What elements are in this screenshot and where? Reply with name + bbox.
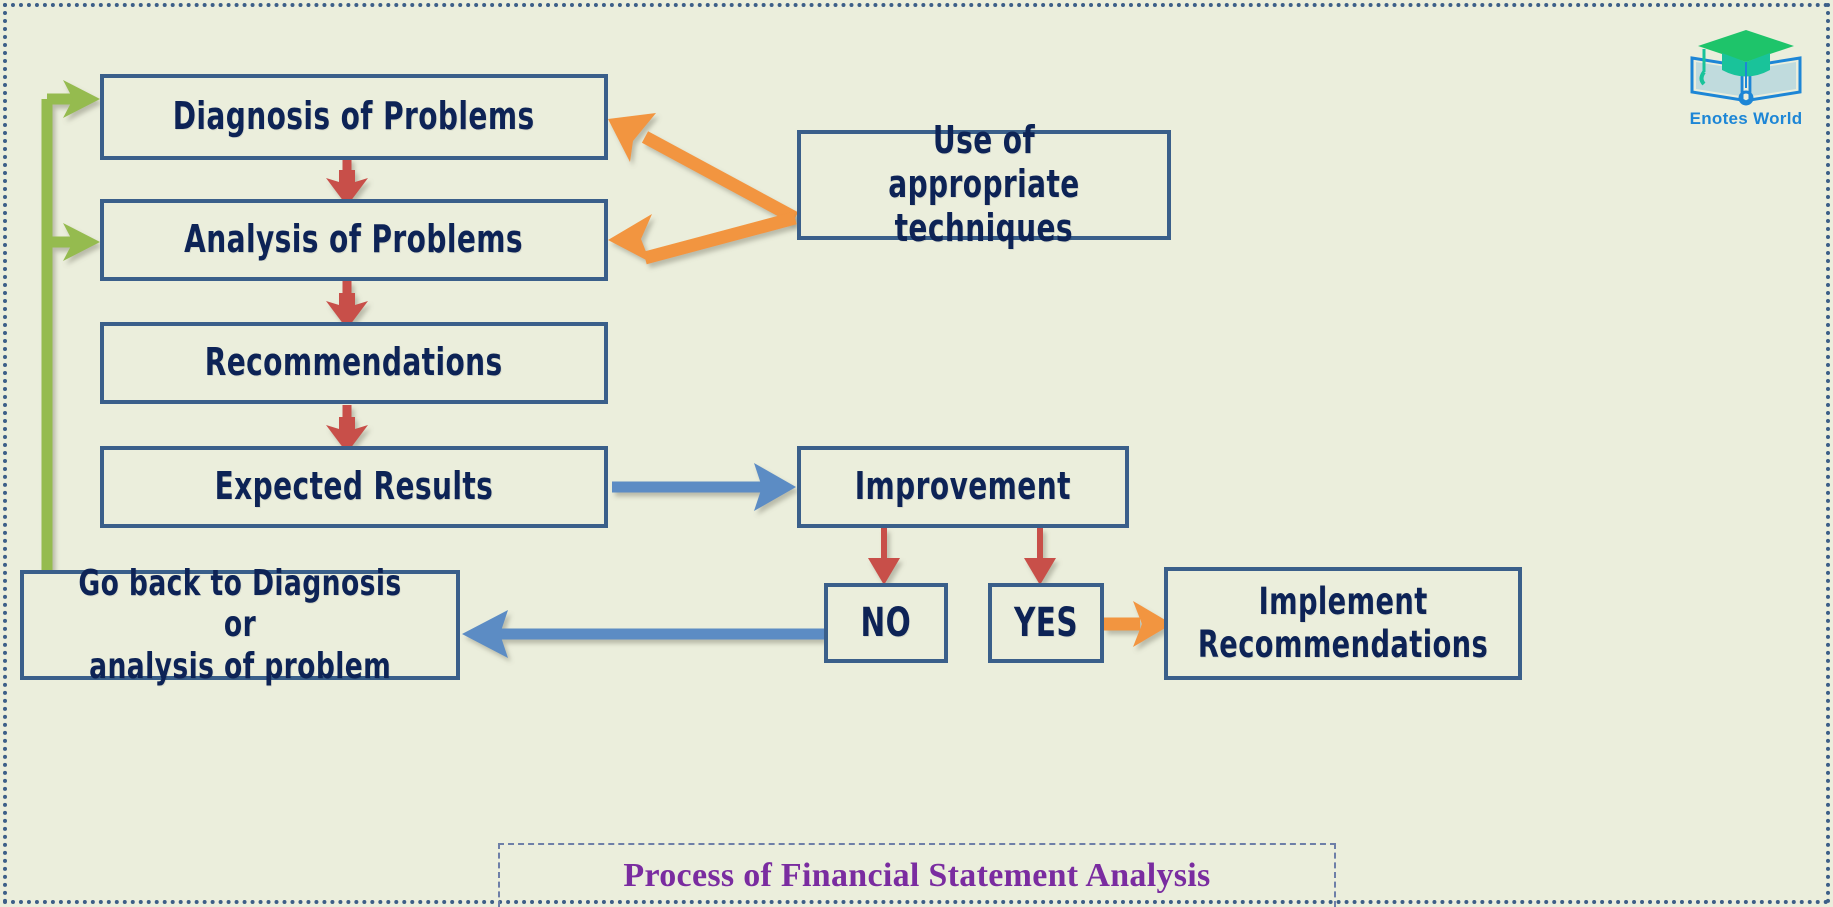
node-go-back-to-diagnosis[interactable]: Go back to Diagnosis or analysis of prob…	[20, 563, 460, 687]
node-no[interactable]: NO	[824, 583, 948, 663]
caption-text: Process of Financial Statement Analysis	[623, 857, 1211, 894]
node-techniques-line1: Use of appropriate	[888, 118, 1080, 207]
node-diagnosis-of-problems[interactable]: Diagnosis of Problems	[100, 74, 608, 160]
node-yes[interactable]: YES	[988, 583, 1104, 663]
node-no-label: NO	[860, 600, 912, 646]
arrow-improvement-to-no	[868, 528, 900, 585]
arrow-yes-to-implement	[1104, 601, 1172, 647]
brand-logo-label: Enotes World	[1689, 109, 1803, 128]
green-feedback-loop	[41, 80, 100, 574]
node-go-back-line2: analysis of problem	[88, 645, 392, 687]
arrow-expected-results-to-improvement	[612, 463, 796, 511]
graduation-cap-book-icon	[1690, 30, 1802, 106]
arrow-improvement-to-yes	[1024, 528, 1056, 585]
node-recommendations[interactable]: Recommendations	[100, 322, 608, 404]
brand-logo: Enotes World	[1682, 28, 1810, 128]
node-yes-label: YES	[1013, 600, 1079, 646]
arrow-techniques-to-diagnosis	[608, 113, 799, 224]
node-recommendations-label: Recommendations	[205, 340, 503, 385]
node-analysis-of-problems[interactable]: Analysis of Problems	[100, 199, 608, 281]
node-improvement[interactable]: Improvement	[797, 446, 1129, 528]
node-implement-line1: Implement	[1258, 579, 1428, 623]
node-improvement-label: Improvement	[854, 464, 1072, 509]
node-implement-recommendations[interactable]: Implement Recommendations	[1164, 567, 1522, 680]
node-implement-line2: Recommendations	[1197, 622, 1489, 666]
node-analysis-label: Analysis of Problems	[184, 217, 524, 262]
node-techniques-line2: techniques	[894, 205, 1074, 250]
arrow-techniques-to-analysis	[608, 211, 797, 265]
arrow-no-to-go-back	[462, 610, 824, 658]
node-diagnosis-label: Diagnosis of Problems	[173, 94, 535, 139]
node-go-back-line1: Go back to Diagnosis or	[78, 562, 402, 646]
node-expected-results[interactable]: Expected Results	[100, 446, 608, 528]
caption-box: Process of Financial Statement Analysis	[498, 843, 1336, 907]
node-expected-results-label: Expected Results	[214, 464, 494, 509]
node-use-of-appropriate-techniques[interactable]: Use of appropriate techniques	[797, 119, 1171, 250]
